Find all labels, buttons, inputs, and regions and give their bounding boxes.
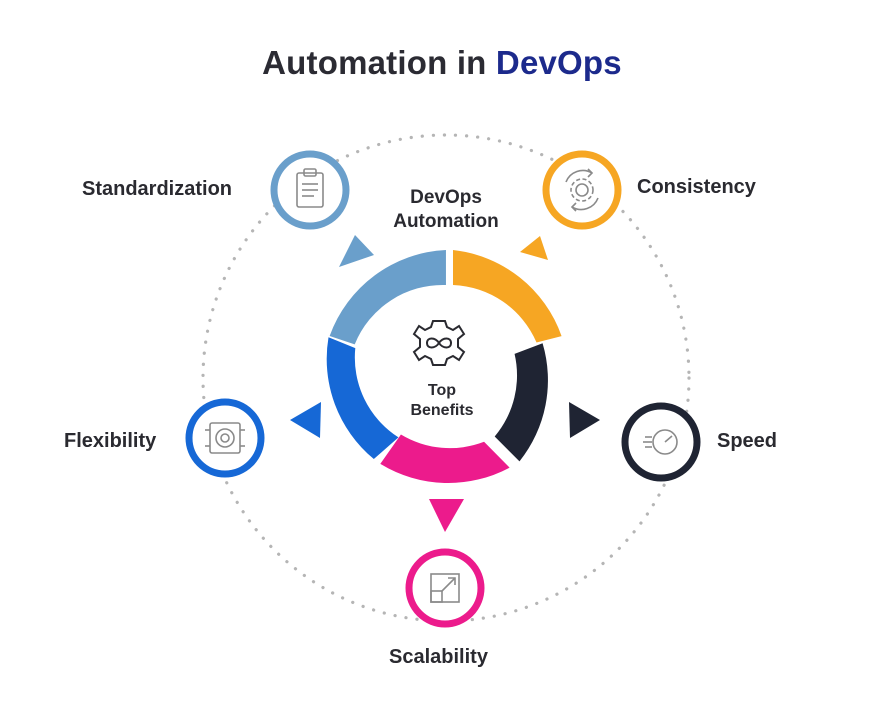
center-heading-line2: Automation xyxy=(393,211,499,232)
label-standardization: Standardization xyxy=(82,178,233,200)
adjustable-frame-icon xyxy=(205,422,245,454)
badge-consistency xyxy=(542,150,622,230)
center-sub-line1: Top xyxy=(427,382,457,399)
segment-flexibility xyxy=(326,337,399,460)
resize-arrow-icon xyxy=(430,573,460,603)
title-main: Automation in xyxy=(262,44,496,81)
badge-standardization xyxy=(270,150,350,230)
label-flexibility: Flexibility xyxy=(64,430,157,452)
dotted-orbit xyxy=(201,133,691,623)
badge-speed xyxy=(621,402,701,482)
label-consistency: Consistency xyxy=(637,176,756,198)
arrow-standardization xyxy=(339,235,374,267)
center-subtitle: Top Benefits xyxy=(395,381,489,421)
label-speed: Speed xyxy=(717,430,778,452)
badge-flexibility xyxy=(185,398,265,478)
center-heading: DevOps Automation xyxy=(365,186,527,234)
label-scalability: Scalability xyxy=(389,646,488,668)
gear-cycle-icon xyxy=(565,168,599,212)
badge-scalability xyxy=(405,548,485,628)
arrow-consistency xyxy=(520,236,548,260)
page-title: Automation in DevOps xyxy=(0,44,884,82)
segment-speed xyxy=(494,343,548,462)
segment-consistency xyxy=(453,250,562,343)
arrow-speed xyxy=(569,402,600,438)
title-accent: DevOps xyxy=(495,44,622,81)
center-heading-line1: DevOps xyxy=(410,187,482,208)
segment-standardization xyxy=(329,250,446,345)
arrow-scalability xyxy=(429,499,464,532)
speedometer-icon xyxy=(643,429,678,455)
center-sub-line2: Benefits xyxy=(410,402,474,419)
segment-scalability xyxy=(380,434,510,483)
clipboard-icon xyxy=(296,168,324,208)
gear-infinity-icon xyxy=(412,320,466,366)
arrow-flexibility xyxy=(290,402,321,438)
